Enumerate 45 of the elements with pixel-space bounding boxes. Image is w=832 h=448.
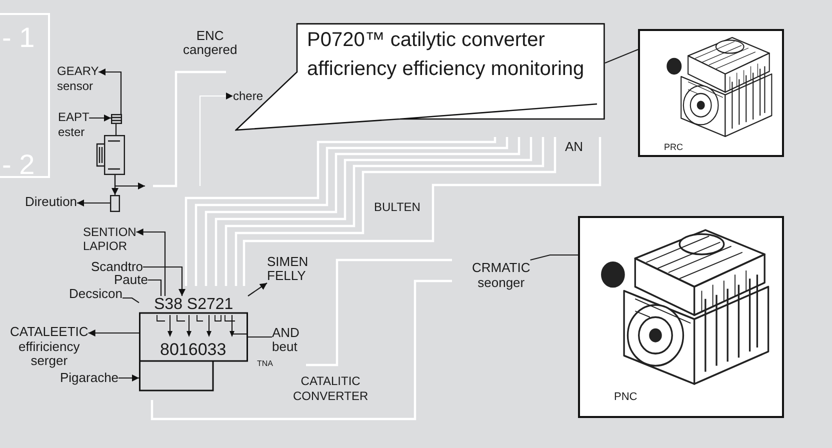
callout-label: SIMEN FELLY [267, 255, 308, 283]
connector-icon [111, 114, 122, 124]
annotation-text: CATALITIC CONVERTER [293, 374, 368, 404]
arrow [88, 330, 139, 336]
annotation-text: TNA [257, 359, 273, 369]
part-number: 8016033 [160, 340, 226, 359]
annotation-text: BULTEN [374, 200, 420, 214]
annotation-text: AN [565, 140, 584, 154]
relay-icon [95, 135, 125, 175]
picture-frame [638, 29, 784, 157]
callout-label: AND beut [272, 326, 300, 354]
picture-caption: PRC [664, 142, 684, 153]
leader-line [122, 297, 140, 304]
callout-label: CRMATIC seonger [472, 260, 530, 290]
callout-label: SENTION LAPIOR [83, 225, 136, 253]
callout-label: EAPT ester [58, 110, 90, 140]
arrow [248, 282, 268, 296]
callout-label: Scandtro [91, 260, 144, 274]
callout-label: Decsicon [69, 287, 122, 300]
callout-label: Paute [114, 273, 148, 286]
arrow [118, 374, 139, 382]
callout-label: chere [233, 89, 264, 103]
leader-line [148, 279, 162, 296]
terminal-icon [110, 195, 120, 212]
picture-caption: PNC [614, 391, 638, 404]
arrow [77, 200, 110, 206]
callout-text: P0720™ catilytic converter afficriency efficiency monitoring [307, 28, 586, 82]
arrow [98, 68, 122, 114]
outlined-panel [0, 13, 50, 178]
arrow [89, 114, 111, 122]
arrow [199, 92, 233, 186]
callout-label: GEARY sensor [57, 64, 99, 94]
leader-line [248, 336, 272, 338]
annotation-text: ENC cangered [183, 29, 238, 56]
callout-label: CATALEETIC effiriciency serger [10, 325, 88, 368]
arrow [114, 175, 145, 190]
leader-line [115, 124, 117, 135]
chip-label: S38 S2721 [154, 296, 234, 313]
arrow [143, 266, 186, 296]
leader-line [530, 254, 578, 261]
leader-line [604, 49, 638, 64]
arrow [136, 228, 166, 296]
picture-frame [578, 216, 784, 418]
callout-label: Pigarache [60, 371, 119, 385]
callout-label: Direution [25, 195, 78, 209]
